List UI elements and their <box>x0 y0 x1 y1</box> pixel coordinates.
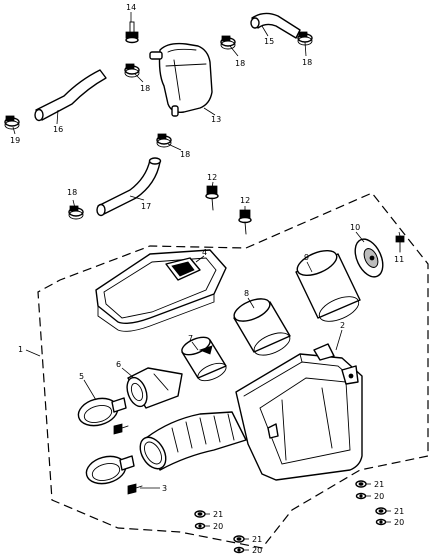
reservoir-tank-13 <box>149 42 213 117</box>
washer-20-b <box>375 518 387 526</box>
callout-20-c: 20 <box>213 522 223 531</box>
callout-18-d: 18 <box>180 150 190 159</box>
washer-20-d <box>233 546 245 554</box>
airbox-housing-2 <box>235 343 363 481</box>
filter-element-9 <box>295 249 361 322</box>
callout-2: 2 <box>340 321 345 330</box>
intake-duct <box>139 411 247 471</box>
clamp-18-c <box>297 31 313 46</box>
hose-clamp-3 <box>85 455 143 495</box>
filter-element-8 <box>233 298 291 356</box>
callout-1: 1 <box>18 345 23 354</box>
bolt-12-a <box>205 185 219 211</box>
callout-11: 11 <box>394 255 404 264</box>
callout-14: 14 <box>126 3 136 12</box>
callout-21-c: 21 <box>213 510 223 519</box>
callout-20-a: 20 <box>374 492 384 501</box>
callout-4: 4 <box>202 248 207 257</box>
intake-boot-6 <box>126 367 183 409</box>
callout-19: 19 <box>10 136 20 145</box>
callout-17: 17 <box>141 202 151 211</box>
filter-cage-7 <box>181 336 227 382</box>
screw-11 <box>395 235 405 253</box>
assembly-boundary <box>37 192 429 549</box>
hose-15 <box>250 12 301 39</box>
callout-8: 8 <box>244 289 249 298</box>
grommet-21-a <box>355 480 367 488</box>
washer-20-c <box>194 522 206 530</box>
bolt-12-b <box>238 209 252 235</box>
callout-6: 6 <box>116 360 121 369</box>
hose-17 <box>96 157 162 217</box>
callout-18-c: 18 <box>302 58 312 67</box>
callout-21-d: 21 <box>252 535 262 544</box>
callout-21-a: 21 <box>374 480 384 489</box>
callout-5: 5 <box>79 372 84 381</box>
callout-9: 9 <box>304 253 309 262</box>
clamp-19 <box>4 115 20 130</box>
end-cap-10 <box>354 238 384 278</box>
grommet-21-d <box>233 535 245 543</box>
callout-15: 15 <box>264 37 274 46</box>
hose-clamp-5 <box>77 397 129 435</box>
callout-18-e: 18 <box>67 188 77 197</box>
callout-10: 10 <box>350 223 360 232</box>
callout-18-b: 18 <box>235 59 245 68</box>
callout-7: 7 <box>188 334 193 343</box>
callout-21-b: 21 <box>394 507 404 516</box>
callout-12-a: 12 <box>207 173 217 182</box>
callout-12-b: 12 <box>240 196 250 205</box>
leader-lines <box>12 12 401 551</box>
callout-18-a: 18 <box>140 84 150 93</box>
bolt-14 <box>125 21 139 44</box>
callout-20-b: 20 <box>394 518 404 527</box>
clamp-18-e <box>68 205 84 220</box>
clamp-18-b <box>220 35 236 50</box>
callout-3: 3 <box>162 484 167 493</box>
callout-20-d: 20 <box>252 546 262 555</box>
callout-13: 13 <box>211 115 221 124</box>
clamp-18-a <box>124 63 140 78</box>
washer-20-a <box>355 492 367 500</box>
grommet-21-c <box>194 510 206 518</box>
hose-16 <box>34 69 107 122</box>
callout-16: 16 <box>53 125 63 134</box>
clamp-18-d <box>156 133 172 148</box>
grommet-21-b <box>375 507 387 515</box>
airbox-cover-4 <box>95 249 227 332</box>
